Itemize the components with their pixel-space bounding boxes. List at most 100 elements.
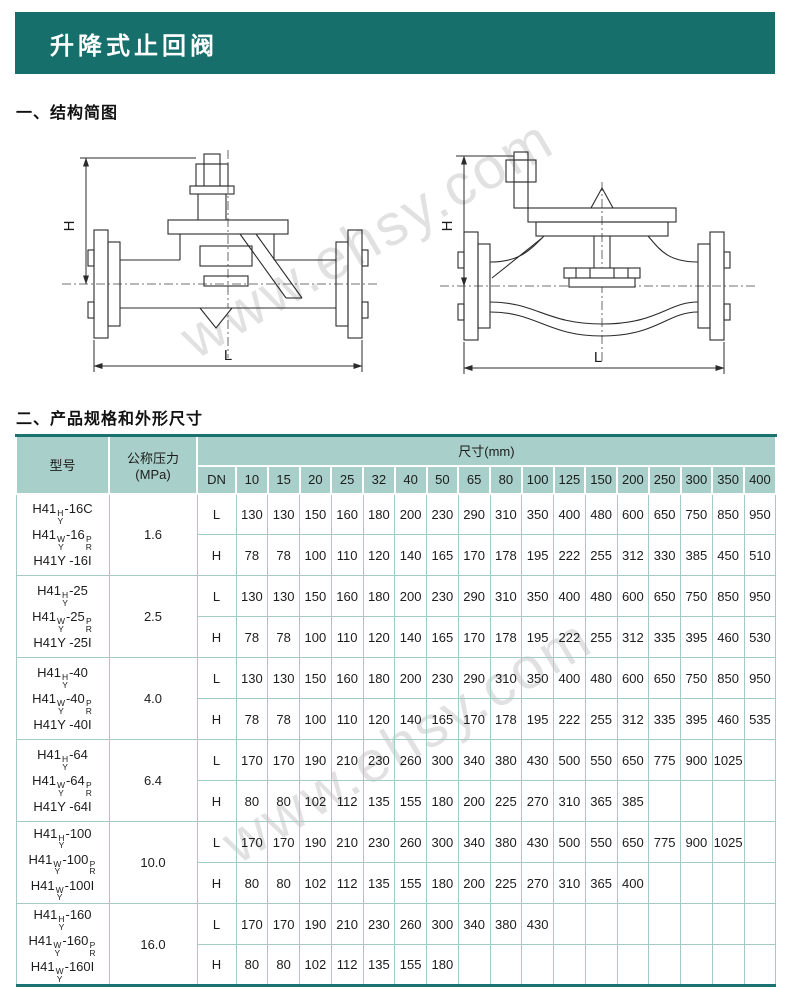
dim-value-cell: 178 — [489, 616, 523, 658]
dim-value-cell: 78 — [267, 534, 300, 576]
dim-value-cell: 255 — [584, 698, 618, 740]
dim-value-cell — [584, 903, 618, 945]
dim-value-cell: 180 — [362, 575, 396, 617]
pressure-cell: 10.0 — [108, 821, 198, 904]
dim-value-cell: 430 — [521, 739, 554, 781]
col-header-size: 32 — [362, 464, 396, 495]
dim-value-cell: 190 — [299, 903, 332, 945]
dim-value-cell: 340 — [457, 821, 491, 863]
dim-value-cell: 195 — [521, 616, 554, 658]
dim-value-cell: 395 — [680, 616, 713, 658]
dim-value-cell: 160 — [330, 657, 364, 699]
dim-value-cell: 230 — [362, 903, 396, 945]
dim-value-cell — [743, 780, 777, 822]
title-banner: 升降式止回阀 — [15, 12, 775, 74]
dim-value-cell: 78 — [235, 698, 269, 740]
dim-value-cell: 850 — [711, 657, 745, 699]
valve-diagram-right: H L — [439, 151, 758, 374]
dim-value-cell: 78 — [267, 616, 300, 658]
dim-value-cell: 112 — [330, 780, 364, 822]
dim-value-cell: 650 — [616, 739, 650, 781]
dim-value-cell: 365 — [584, 862, 618, 904]
dim-value-cell: 535 — [743, 698, 777, 740]
dim-value-cell: 500 — [553, 739, 586, 781]
dim-value-cell: 260 — [394, 821, 427, 863]
dim-row-label: H — [196, 698, 237, 740]
dim-value-cell: 170 — [457, 698, 491, 740]
dim-value-cell: 200 — [457, 780, 491, 822]
dim-value-cell: 350 — [521, 657, 554, 699]
dim-row-label: L — [196, 739, 237, 781]
pressure-header-line2: (MPa) — [135, 466, 171, 482]
dim-value-cell: 210 — [330, 903, 364, 945]
dim-value-cell: 178 — [489, 534, 523, 576]
dim-value-cell: 650 — [648, 575, 681, 617]
dim-value-cell: 210 — [330, 821, 364, 863]
col-header-size: 350 — [711, 464, 745, 495]
col-header-size: 25 — [330, 464, 364, 495]
dim-value-cell: 222 — [553, 698, 586, 740]
dim-value-cell: 650 — [616, 821, 650, 863]
l-dimension: L — [93, 340, 363, 372]
dim-value-cell: 290 — [457, 575, 491, 617]
dim-value-cell: 400 — [553, 493, 586, 535]
dim-value-cell: 225 — [489, 780, 523, 822]
dim-value-cell — [648, 780, 681, 822]
dim-value-cell: 80 — [235, 780, 269, 822]
dim-value-cell: 600 — [616, 493, 650, 535]
dim-row-label: L — [196, 493, 237, 535]
h-dimension: H — [439, 155, 514, 287]
dim-value-cell: 290 — [457, 657, 491, 699]
dim-value-cell: 170 — [267, 821, 300, 863]
dim-value-cell: 165 — [426, 698, 459, 740]
dim-value-cell: 400 — [553, 657, 586, 699]
dim-value-cell: 195 — [521, 698, 554, 740]
dim-value-cell: 150 — [299, 493, 332, 535]
dim-value-cell: 230 — [426, 575, 459, 617]
dim-value-cell — [648, 944, 681, 986]
dim-value-cell: 170 — [457, 534, 491, 576]
dim-value-cell: 310 — [489, 657, 523, 699]
dim-value-cell: 380 — [489, 739, 523, 781]
dim-value-cell: 190 — [299, 821, 332, 863]
dim-value-cell — [743, 903, 777, 945]
dim-value-cell: 155 — [394, 862, 427, 904]
dim-row-label: L — [196, 821, 237, 863]
dim-value-cell: 180 — [362, 493, 396, 535]
dim-value-cell: 312 — [616, 616, 650, 658]
dim-value-cell: 230 — [426, 657, 459, 699]
col-header-size: 100 — [520, 464, 555, 495]
dim-value-cell: 120 — [362, 698, 396, 740]
dim-value-cell: 350 — [521, 493, 554, 535]
dim-value-cell: 775 — [648, 821, 681, 863]
dim-value-cell: 900 — [680, 739, 713, 781]
dim-value-cell — [680, 780, 713, 822]
dim-row-label: H — [196, 862, 237, 904]
dim-value-cell: 550 — [584, 821, 618, 863]
dim-value-cell: 140 — [394, 616, 427, 658]
col-header-size: 250 — [647, 464, 682, 495]
dim-value-cell: 400 — [616, 862, 650, 904]
dim-value-cell — [648, 862, 681, 904]
valve-diagram-left: H L — [61, 150, 380, 372]
dim-value-cell: 130 — [235, 575, 269, 617]
dim-row-label: H — [196, 780, 237, 822]
dim-value-cell: 180 — [426, 944, 459, 986]
dim-value-cell: 650 — [648, 493, 681, 535]
dim-value-cell: 170 — [235, 739, 269, 781]
dim-value-cell: 340 — [457, 903, 491, 945]
dim-value-cell: 78 — [235, 534, 269, 576]
dim-value-cell — [711, 903, 745, 945]
dim-value-cell: 160 — [330, 493, 364, 535]
